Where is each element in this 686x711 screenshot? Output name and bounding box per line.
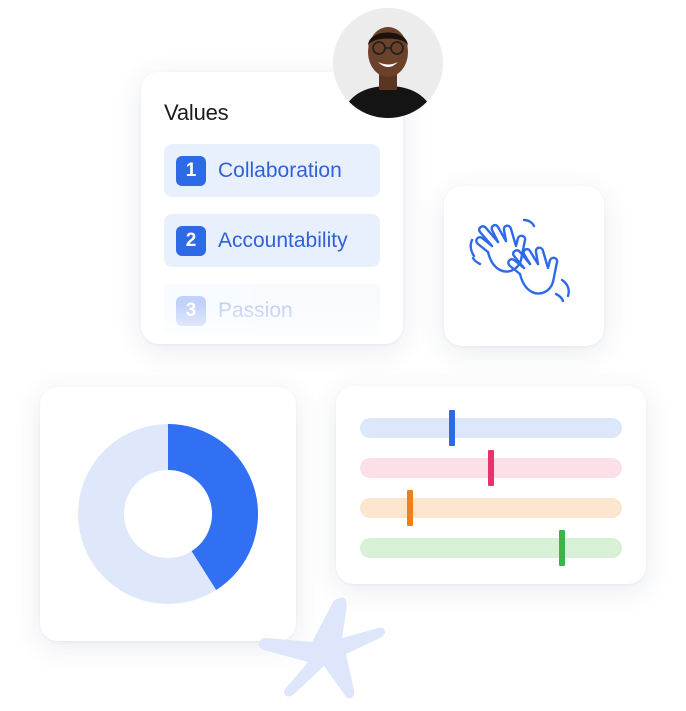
value-item-collaboration: 1 Collaboration <box>164 144 380 197</box>
slider-marker <box>406 490 413 526</box>
value-label: Accountability <box>218 228 348 252</box>
values-title: Values <box>164 100 229 125</box>
donut-chart <box>78 424 258 604</box>
slider-track-blue <box>360 418 622 438</box>
slider-track-orange <box>360 498 622 518</box>
clapping-hands-icon <box>469 218 570 303</box>
slider-marker <box>448 410 455 446</box>
value-number: 1 <box>176 155 206 186</box>
values-fade-overlay <box>141 304 403 344</box>
value-number: 2 <box>176 225 206 256</box>
donut-card <box>40 387 296 641</box>
donut-highlight-segment <box>167 424 258 590</box>
slider-marker <box>558 530 565 566</box>
starfish-decoration <box>250 590 390 711</box>
avatar-illustration <box>333 8 443 118</box>
slider-marker <box>488 450 494 486</box>
starfish-icon <box>258 597 386 699</box>
values-card: Values 1 Collaboration 2 Accountability … <box>141 72 403 344</box>
clapping-card <box>444 186 604 346</box>
value-label: Collaboration <box>218 158 342 182</box>
slider-track-green <box>360 538 622 558</box>
sliders-card <box>336 386 646 584</box>
value-item-accountability: 2 Accountability <box>164 214 380 267</box>
avatar <box>333 8 443 118</box>
